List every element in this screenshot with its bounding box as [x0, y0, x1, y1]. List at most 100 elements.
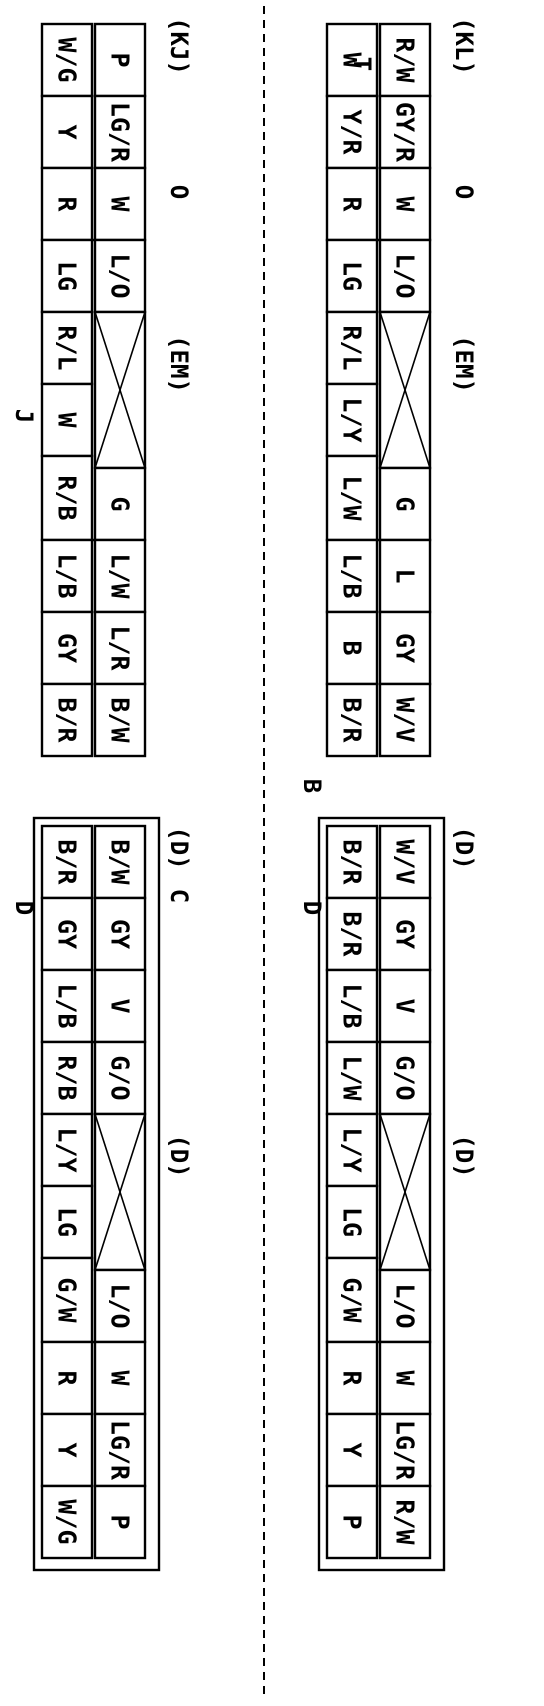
pin-cell: L/W	[325, 454, 379, 542]
pin-cell: W	[93, 166, 147, 242]
pin-label: V	[106, 998, 135, 1013]
pin-label: R	[53, 1370, 82, 1386]
connector-title: (D)	[165, 826, 193, 869]
pin-cell-box	[325, 824, 379, 900]
pin-cell: Y/R	[325, 94, 379, 170]
pin-cell: G/O	[93, 1040, 147, 1116]
connector-code: (EM)	[450, 335, 478, 393]
pin-cell: R	[40, 1340, 94, 1416]
pin-label: GY	[53, 919, 82, 949]
pin-cell: GY	[378, 610, 432, 686]
pin-cell-box	[378, 466, 432, 542]
pin-label: L/O	[391, 1283, 420, 1328]
pin-label: L/B	[338, 983, 367, 1028]
connector-title: (KJ)	[165, 17, 193, 75]
pin-cell: R/L	[325, 310, 379, 386]
pin-label: G	[391, 496, 420, 511]
pin-label: G/W	[53, 1277, 82, 1323]
pin-cell-box	[325, 1040, 379, 1116]
cross-line	[379, 311, 431, 469]
pin-cell-box	[93, 22, 147, 98]
pin-cell-box	[93, 1268, 147, 1344]
connector-code: (D)	[165, 1134, 193, 1177]
pin-cell-box	[93, 466, 147, 542]
pin-cell-box	[325, 1184, 379, 1260]
pin-cell-box	[40, 382, 94, 458]
pin-cell: B/W	[93, 824, 147, 900]
connector-title: (D)	[450, 826, 478, 869]
pin-label: L	[391, 568, 420, 583]
pin-cell-box	[40, 1112, 94, 1188]
pin-cell-box	[93, 1040, 147, 1116]
pin-label: L/O	[391, 253, 420, 298]
pin-label: L/B	[53, 983, 82, 1028]
pin-cell-box	[378, 682, 432, 758]
pin-label: R	[338, 196, 367, 212]
pin-cell: R	[40, 166, 94, 242]
pin-cell: P	[93, 1484, 147, 1560]
pin-cell: LG	[325, 238, 379, 314]
pin-cell: L/O	[93, 238, 147, 314]
connector-d-left: B/WGYVG/OL/OWLG/RPB/RGYL/BR/BL/YLGG/WRYW…	[10, 816, 193, 1572]
pin-label: W	[53, 412, 82, 428]
pin-cell-box	[325, 238, 379, 314]
pin-cell: L/Y	[40, 1112, 94, 1188]
pin-label: P	[106, 52, 135, 67]
pin-label: W/V	[391, 697, 420, 742]
pin-cell: B/R	[40, 682, 94, 758]
pin-cell: B/W	[93, 682, 147, 758]
connector-title: (KL)	[450, 17, 478, 75]
connector-code: (D)	[450, 1134, 478, 1177]
pin-cell-box	[40, 896, 94, 972]
pin-cell: B/R	[325, 896, 379, 972]
pin-label: B/R	[53, 839, 82, 885]
pin-cell: R/W	[378, 22, 432, 98]
pin-cell-box	[378, 238, 432, 314]
pin-label: V	[391, 998, 420, 1013]
pin-cell-box	[325, 610, 379, 686]
pin-cell-box	[93, 610, 147, 686]
pin-label: L/R	[106, 625, 135, 671]
pin-cell: L/R	[93, 610, 147, 686]
cross-line	[94, 311, 146, 469]
pin-cell-box	[378, 1412, 432, 1488]
pin-label: Y	[53, 1442, 82, 1457]
pin-cell-box	[378, 94, 432, 170]
pin-cell-box	[325, 94, 379, 170]
pin-cell: L/O	[378, 238, 432, 314]
cross-line	[379, 1113, 431, 1271]
pin-cell-box	[93, 538, 147, 614]
pin-marker: O	[165, 185, 193, 199]
pin-label: L/W	[338, 1055, 367, 1101]
pin-cell-box	[325, 1484, 379, 1560]
pin-cell-box	[40, 238, 94, 314]
pin-cell-box	[93, 1412, 147, 1488]
pin-cell-box	[378, 1340, 432, 1416]
pin-cell: GY/R	[378, 94, 432, 170]
pin-cell: G/W	[325, 1256, 379, 1344]
blank-cavity	[378, 1112, 432, 1272]
pin-label: B/W	[106, 697, 135, 743]
pin-cell-box	[40, 310, 94, 386]
pin-label: B/R	[338, 839, 367, 885]
pin-cell-box	[325, 454, 379, 542]
pin-label: GY/R	[391, 102, 420, 163]
connector-kl: R/WGY/RWL/OGLGYW/VWY/RRLGR/LL/YL/WL/BBB/…	[325, 17, 478, 758]
pin-label: R/B	[53, 475, 82, 520]
pin-cell: W	[378, 1340, 432, 1416]
pin-cell-box	[378, 1268, 432, 1344]
pin-cell-box	[93, 238, 147, 314]
pin-cell-box	[378, 1040, 432, 1116]
pin-label: B/R	[338, 911, 367, 957]
pin-label: LG	[53, 261, 82, 291]
pin-label: GY	[391, 633, 420, 663]
pin-cell-box	[325, 382, 379, 458]
pin-cell-box	[378, 968, 432, 1044]
pin-cell: V	[378, 968, 432, 1044]
pin-cell-box	[93, 682, 147, 758]
pin-label: LG/R	[106, 1420, 135, 1481]
pin-cell: V	[93, 968, 147, 1044]
pin-label: R	[53, 196, 82, 212]
pin-cell-box	[40, 94, 94, 170]
